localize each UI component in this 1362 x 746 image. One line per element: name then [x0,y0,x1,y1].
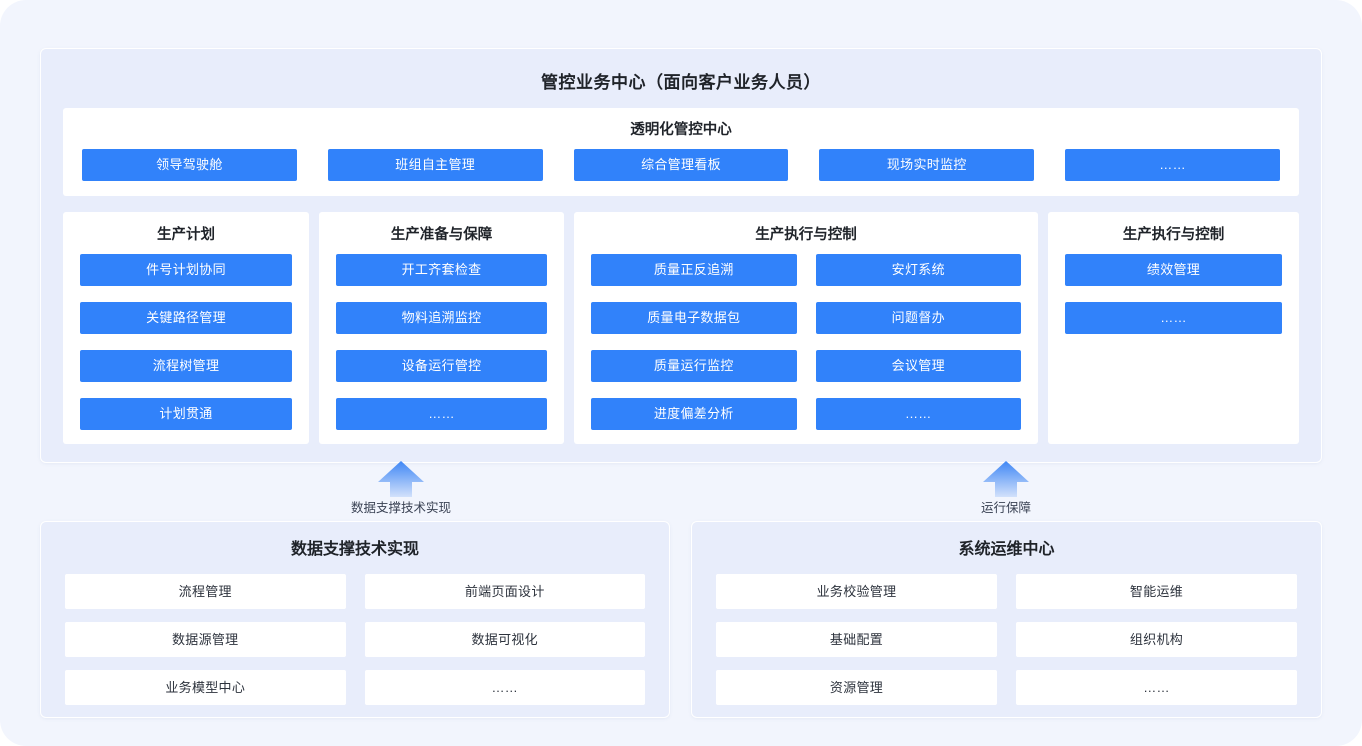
group-item[interactable]: 会议管理 [815,350,1022,382]
group-item[interactable]: 问题督办 [815,302,1022,334]
group-title: 生产执行与控制 [1122,227,1225,243]
group-title: 生产计划 [157,227,215,243]
system-operation-grid: 业务校验管理 智能运维 基础配置 组织机构 资源管理 …… [692,561,1321,705]
group-title: 生产准备与保障 [390,227,493,243]
group-production-plan: 生产计划 件号计划协同 关键路径管理 流程树管理 计划贯通 [63,212,310,444]
up-arrow-icon [983,461,1029,497]
group-items: 质量正反追溯 安灯系统 质量电子数据包 问题督办 质量运行监控 会议管理 进度偏… [591,254,1022,430]
group-performance: 生产执行与控制 绩效管理 …… [1048,212,1299,444]
transparent-control-center-title: 透明化管控中心 [630,122,732,138]
group-item-more[interactable]: …… [336,398,548,430]
group-production-preparation: 生产准备与保障 开工齐套检查 物料追溯监控 设备运行管控 …… [319,212,565,444]
group-items: 件号计划协同 关键路径管理 流程树管理 计划贯通 [80,254,293,430]
panel-title: 数据支撑技术实现 [290,541,419,558]
arrow-label: 运行保障 [980,501,1031,515]
panel-cell-more[interactable]: …… [364,670,645,705]
group-item-more[interactable]: …… [1065,302,1282,334]
group-item[interactable]: 开工齐套检查 [336,254,548,286]
arrow-data-support: 数据支撑技术实现 [321,461,481,516]
group-item[interactable]: 物料追溯监控 [336,302,548,334]
group-items: 开工齐套检查 物料追溯监控 设备运行管控 …… [336,254,548,430]
capability-groups: 生产计划 件号计划协同 关键路径管理 流程树管理 计划贯通 生产准备与保障 开工… [63,212,1299,444]
data-support-grid: 流程管理 前端页面设计 数据源管理 数据可视化 业务模型中心 …… [41,561,669,705]
group-item[interactable]: 关键路径管理 [80,302,293,334]
group-title: 生产执行与控制 [755,227,857,243]
system-operation-panel: 系统运维中心 业务校验管理 智能运维 基础配置 组织机构 资源管理 …… [691,521,1322,718]
group-item[interactable]: 计划贯通 [80,398,293,430]
group-item[interactable]: 进度偏差分析 [591,398,797,430]
panel-cell[interactable]: 前端页面设计 [364,574,645,609]
transparent-control-center-buttons: 领导驾驶舱 班组自主管理 综合管理看板 现场实时监控 …… [63,140,1299,181]
group-production-execution: 生产执行与控制 质量正反追溯 安灯系统 质量电子数据包 问题督办 质量运行监控 … [574,212,1039,444]
management-business-center-panel: 管控业务中心（面向客户业务人员） 透明化管控中心 领导驾驶舱 班组自主管理 综合… [40,48,1322,463]
data-support-panel: 数据支撑技术实现 流程管理 前端页面设计 数据源管理 数据可视化 业务模型中心 … [40,521,670,718]
group-item[interactable]: 安灯系统 [815,254,1022,286]
panel-cell[interactable]: 资源管理 [716,670,997,705]
group-item[interactable]: 设备运行管控 [336,350,548,382]
arrow-operation-support: 运行保障 [926,461,1086,516]
group-item[interactable]: 质量正反追溯 [591,254,797,286]
group-item[interactable]: 质量运行监控 [591,350,797,382]
panel-cell[interactable]: 数据可视化 [364,622,645,657]
group-item-more[interactable]: …… [815,398,1022,430]
transparent-control-center-card: 透明化管控中心 领导驾驶舱 班组自主管理 综合管理看板 现场实时监控 …… [63,108,1299,196]
up-arrow-icon [378,461,424,497]
panel-cell[interactable]: 流程管理 [65,574,346,609]
group-items: 绩效管理 …… [1065,254,1282,334]
control-center-button[interactable]: 领导驾驶舱 [82,149,297,181]
control-center-button[interactable]: 现场实时监控 [819,149,1035,181]
group-item[interactable]: 质量电子数据包 [591,302,797,334]
group-item[interactable]: 绩效管理 [1065,254,1282,286]
control-center-button[interactable]: 班组自主管理 [327,149,543,181]
panel-cell[interactable]: 组织机构 [1016,622,1297,657]
arrow-label: 数据支撑技术实现 [350,501,451,515]
panel-cell[interactable]: 智能运维 [1016,574,1297,609]
panel-cell[interactable]: 数据源管理 [65,622,346,657]
panel-cell[interactable]: 基础配置 [716,622,997,657]
control-center-button-more[interactable]: …… [1065,149,1280,181]
page-title: 管控业务中心（面向客户业务人员） [541,73,821,92]
panel-cell[interactable]: 业务校验管理 [716,574,997,609]
group-item[interactable]: 件号计划协同 [80,254,293,286]
panel-cell[interactable]: 业务模型中心 [65,670,346,705]
panel-title: 系统运维中心 [958,541,1055,558]
group-item[interactable]: 流程树管理 [80,350,293,382]
control-center-button[interactable]: 综合管理看板 [573,149,789,181]
panel-cell-more[interactable]: …… [1016,670,1297,705]
